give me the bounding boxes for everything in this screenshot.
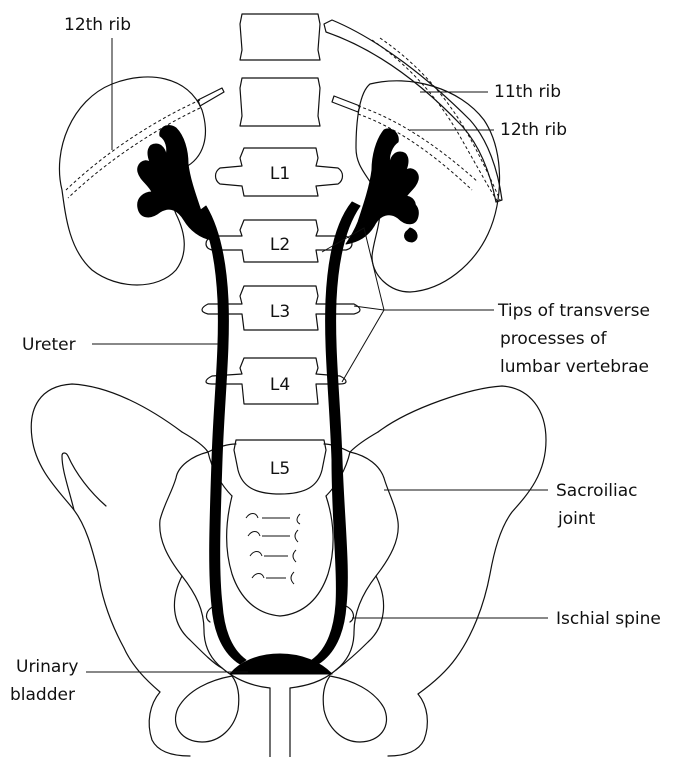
leader-lines: [86, 38, 548, 672]
label-urinary-line2: bladder: [10, 685, 75, 705]
label-sacroiliac-line1: Sacroiliac: [556, 481, 638, 501]
vertebra-label-l5: L5: [270, 459, 290, 479]
vertebra-label-l4: L4: [270, 375, 290, 395]
label-tips-line1: Tips of transverse: [497, 301, 650, 321]
right-kidney: [346, 81, 500, 292]
label-ureter: Ureter: [22, 335, 76, 355]
ureters: [198, 202, 360, 664]
label-urinary-line1: Urinary: [16, 657, 78, 677]
label-12th-rib-right: 12th rib: [500, 120, 567, 140]
thoracic-vertebra-upper: [240, 14, 320, 60]
left-kidney: [59, 77, 212, 285]
vertebra-label-l2: L2: [270, 235, 290, 255]
vertebra-label-l1: L1: [270, 164, 290, 184]
vertebra-label-l3: L3: [270, 302, 290, 322]
label-ischial-spine: Ischial spine: [556, 609, 661, 629]
thoracic-vertebra-lower: [240, 78, 320, 126]
label-12th-rib-left: 12th rib: [64, 15, 131, 35]
label-tips-line3: lumbar vertebrae: [500, 357, 649, 377]
label-tips-line2: processes of: [500, 329, 607, 349]
label-sacroiliac-line2: joint: [557, 509, 596, 529]
label-11th-rib-right: 11th rib: [494, 82, 561, 102]
